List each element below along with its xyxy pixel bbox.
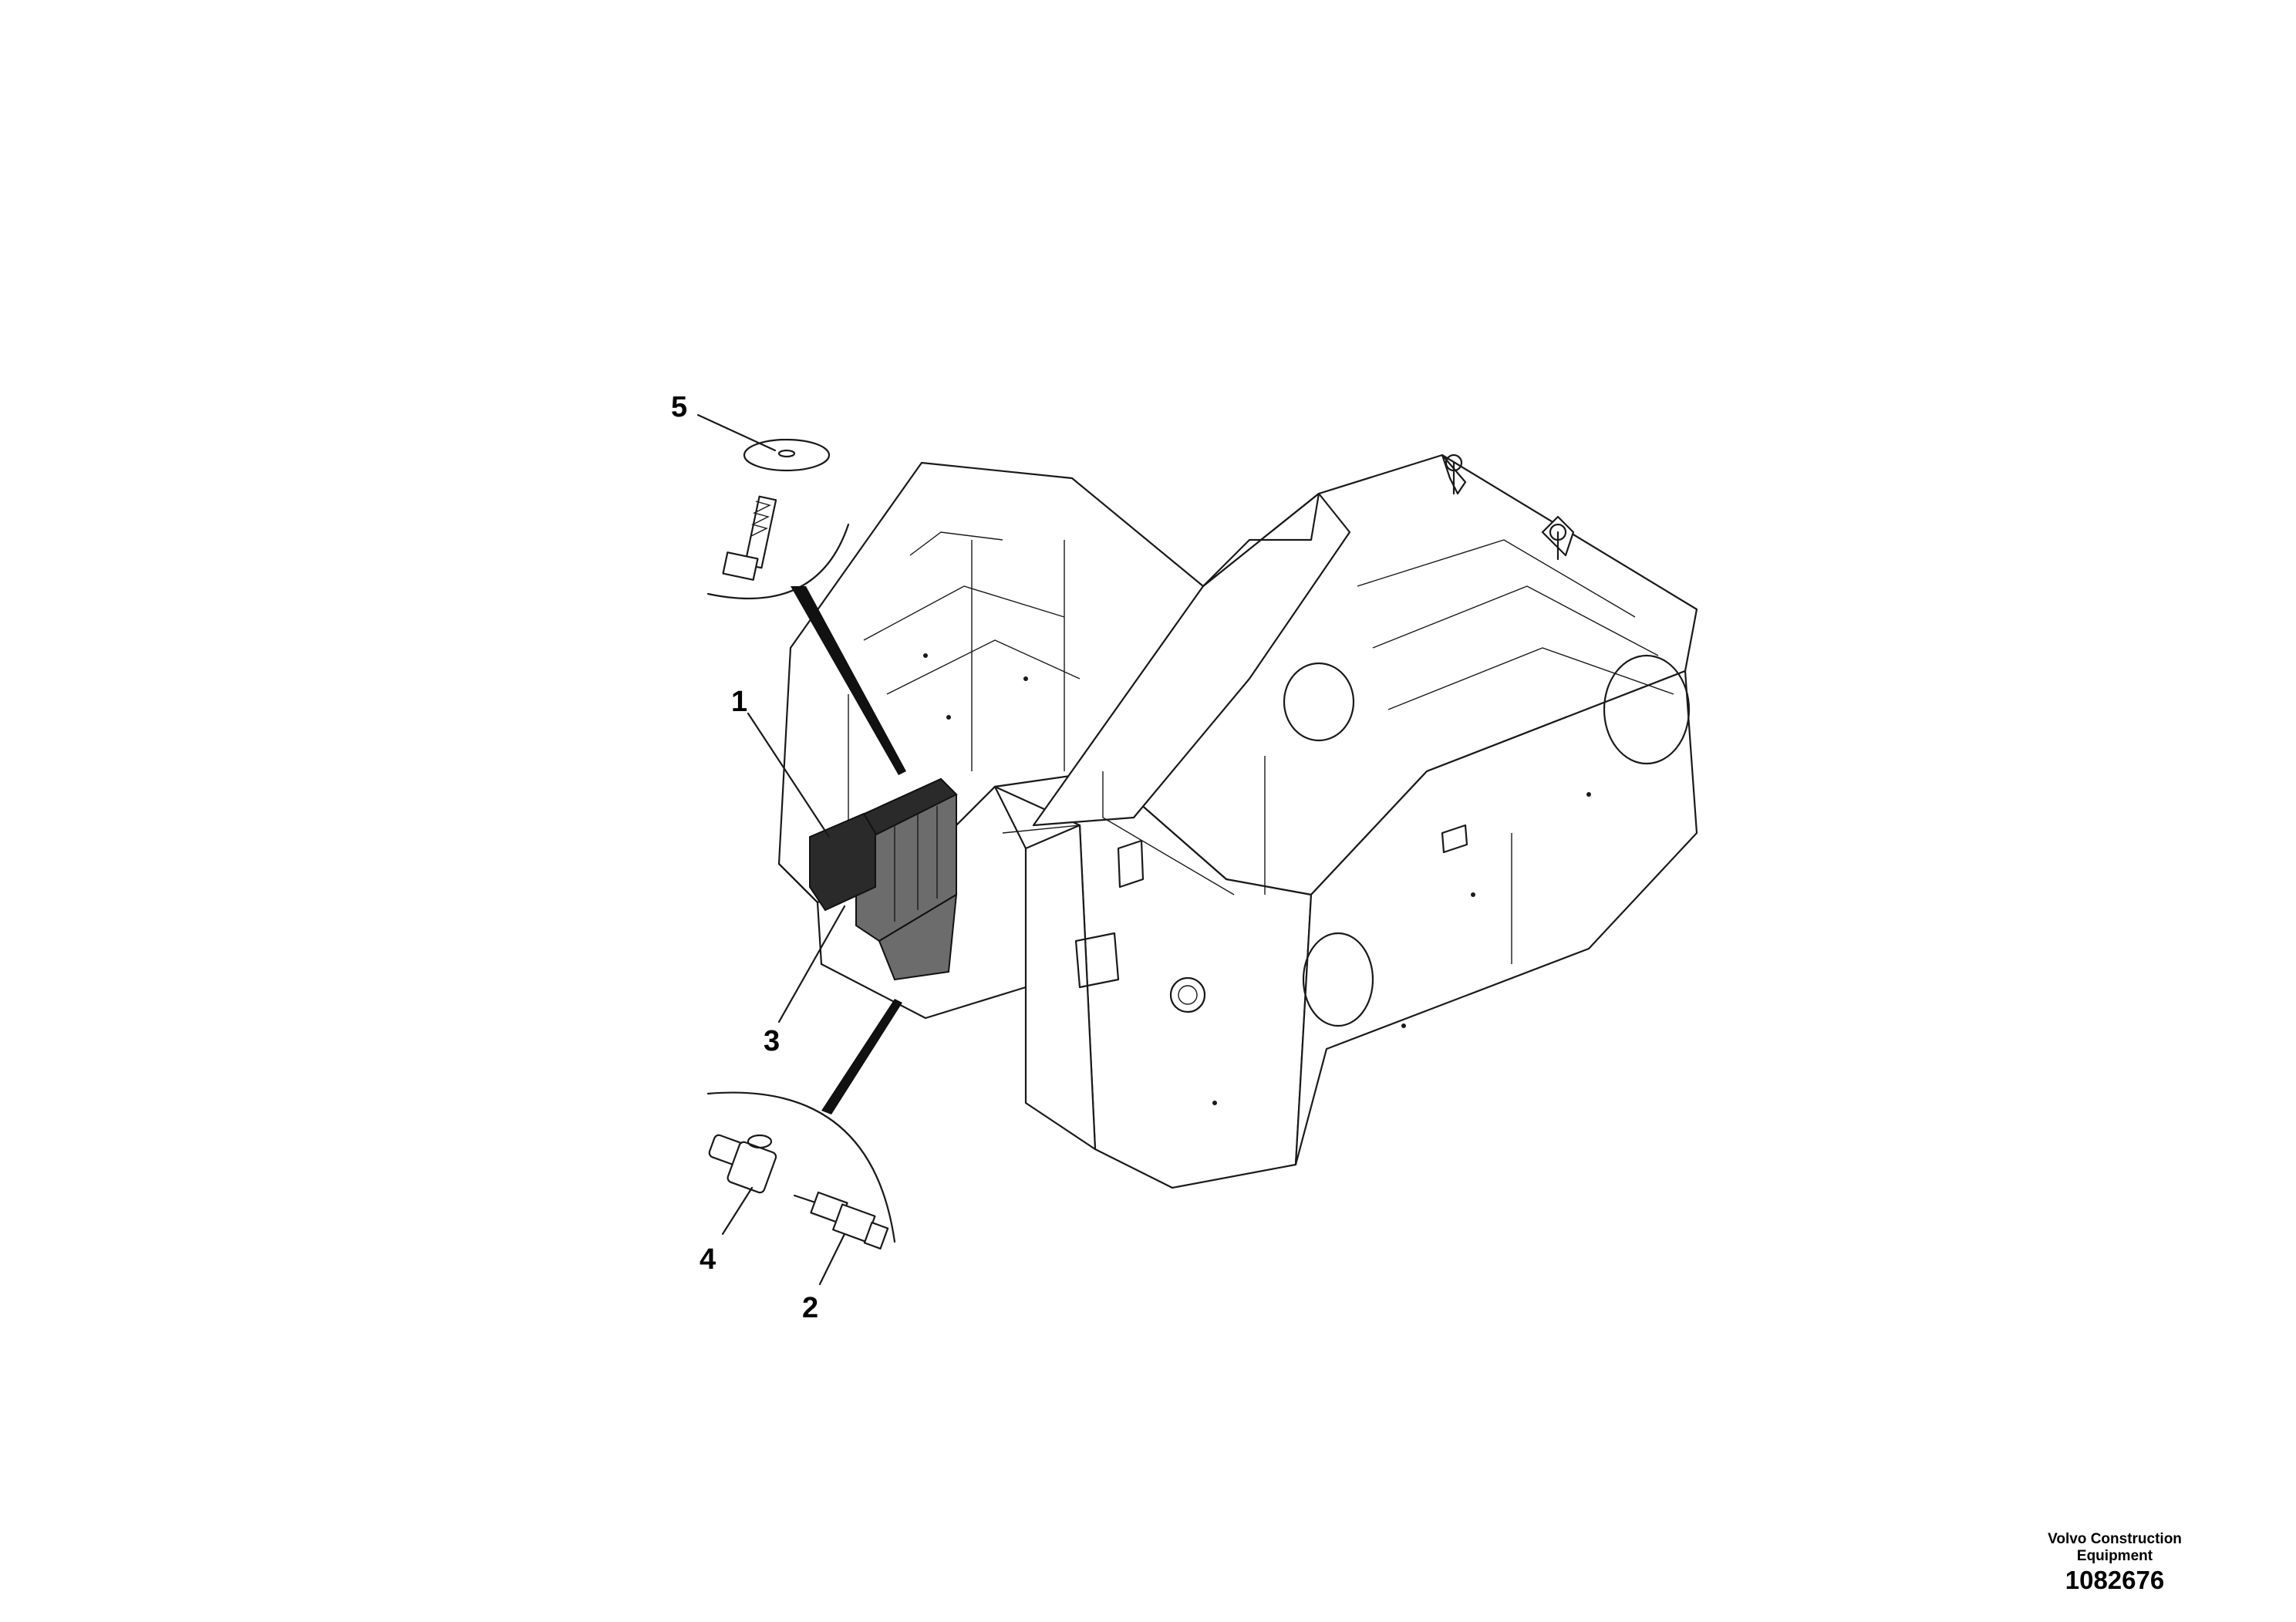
callout-labels: 5 1 3 4 2: [671, 391, 818, 1324]
detail-bubble-bolt: [706, 438, 906, 775]
callout-2: 2: [802, 1292, 818, 1324]
callout-3: 3: [764, 1025, 780, 1057]
callout-1: 1: [731, 686, 747, 718]
brand-line-1: Volvo Construction: [2048, 1531, 2182, 1547]
detail-bubble-fittings: [706, 999, 902, 1250]
callout-4: 4: [700, 1243, 716, 1276]
elbow-fitting-icon: [708, 1134, 777, 1194]
callout-5: 5: [671, 391, 687, 423]
leader-lines: [696, 413, 846, 1286]
washer-icon: [743, 438, 831, 472]
control-unit: [809, 777, 958, 981]
drawing-number: 1082676: [2065, 1566, 2165, 1594]
brand-line-2: Equipment: [2076, 1548, 2153, 1564]
brand-label: Volvo Construction Equipment: [2014, 1531, 2215, 1565]
sensor-icon: [793, 1191, 889, 1250]
